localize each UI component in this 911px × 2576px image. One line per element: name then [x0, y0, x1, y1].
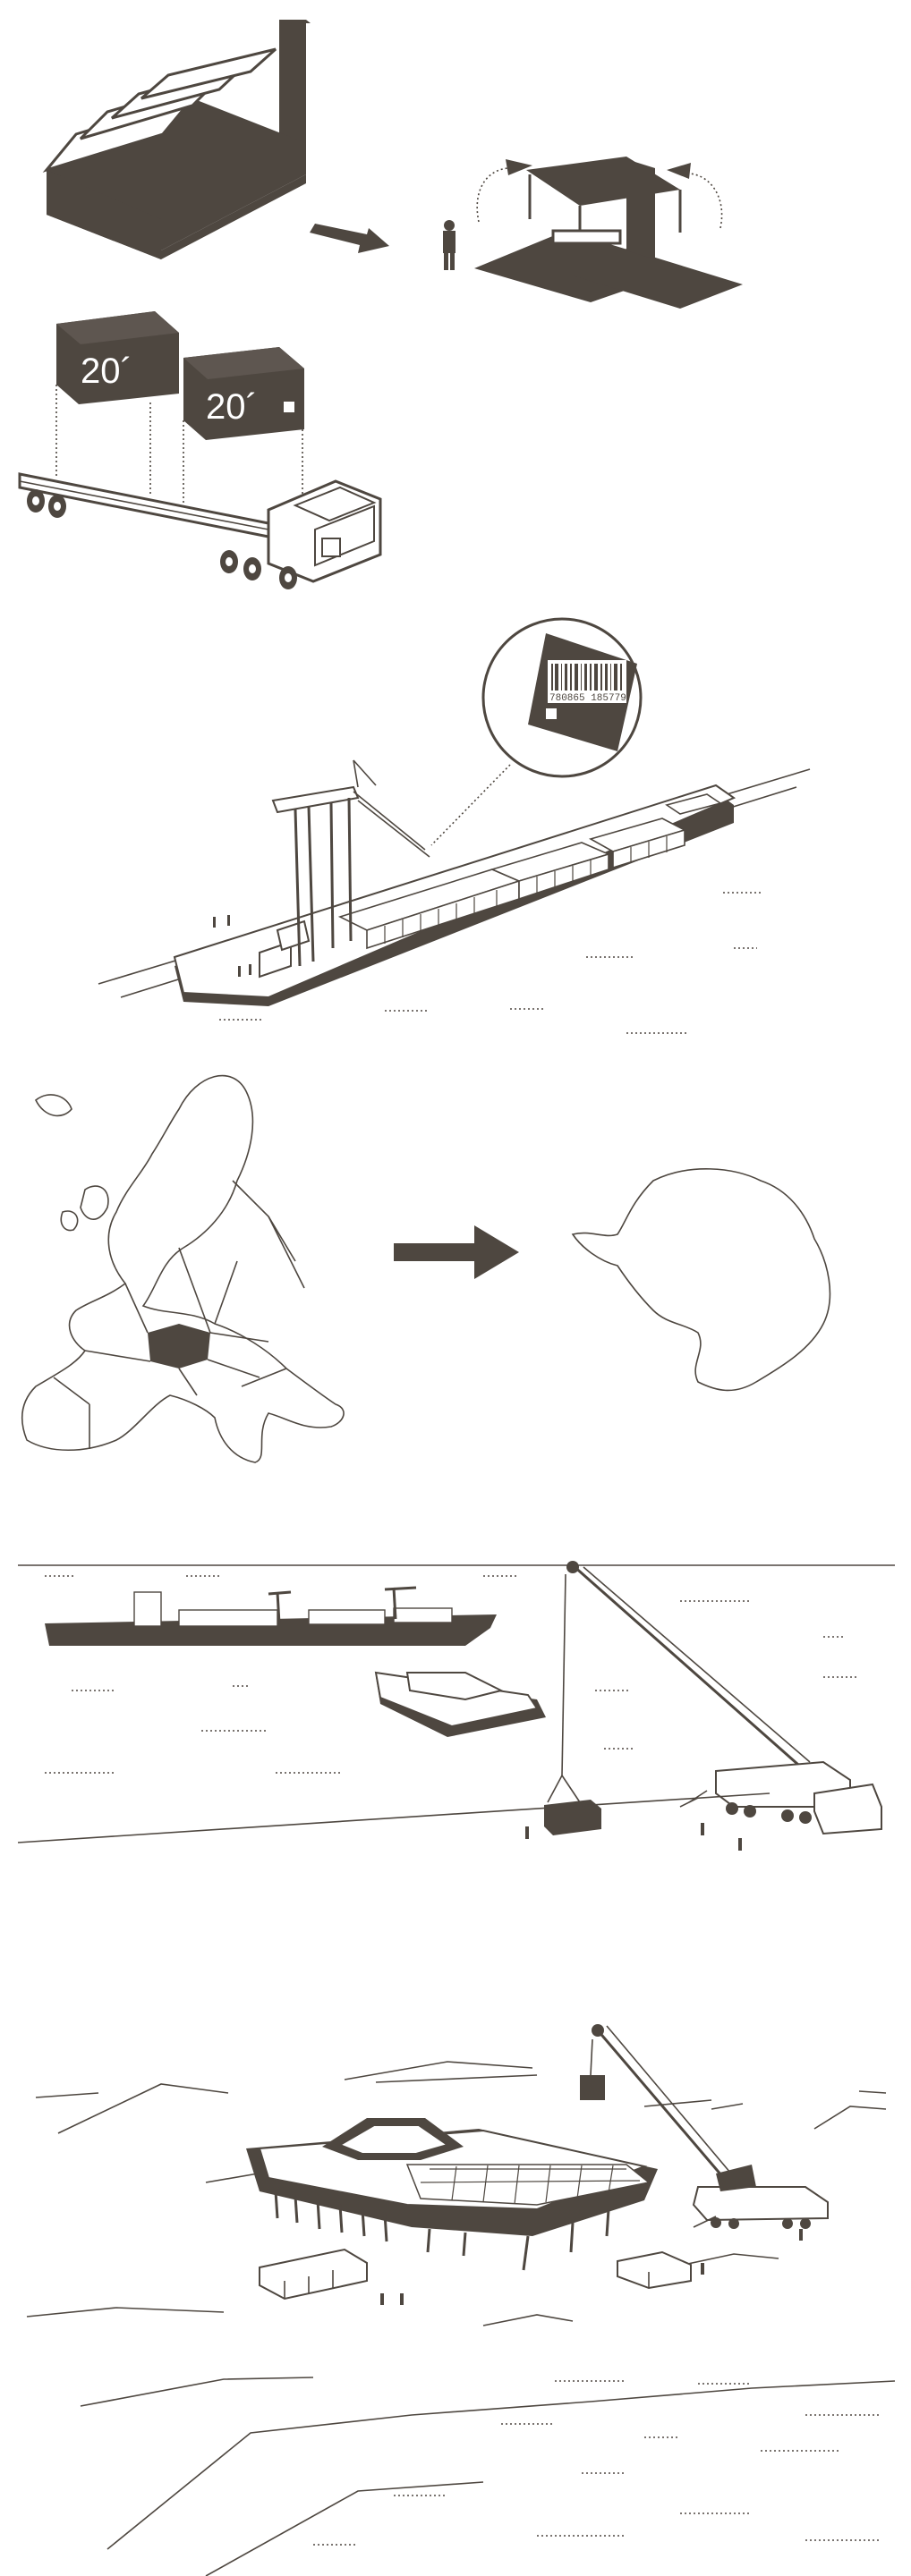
truck [20, 474, 380, 589]
section-ship-barcode: 780865 185779 [0, 608, 911, 1073]
cargo-ship [45, 1588, 497, 1646]
container-1-label: 20´ [81, 352, 132, 391]
section-station-on-ice [0, 1914, 911, 2576]
barcode-magnifier: 780865 185779 [483, 619, 641, 776]
container-2: 20´ [183, 347, 304, 440]
germany-highlight [148, 1324, 210, 1368]
section-unloading [0, 1538, 911, 1914]
people [380, 2229, 803, 2305]
antarctic-station [246, 2118, 658, 2270]
section-europe-to-antarctica [0, 1055, 911, 1467]
container-1: 20´ [56, 311, 179, 404]
section-containers-truck: 20´ 20´ [0, 295, 911, 599]
container-ship [175, 785, 734, 1006]
factory-icon [47, 20, 311, 259]
europe-map [22, 1076, 344, 1462]
antarctica-map [573, 1169, 830, 1391]
barcode-digits: 780865 185779 [549, 693, 626, 704]
container-2-label: 20´ [206, 387, 258, 427]
arrow-right-icon [394, 1225, 519, 1279]
barge [376, 1673, 546, 1737]
crates [260, 2250, 691, 2299]
unfolding-module [474, 157, 743, 309]
section-factory-to-module [0, 0, 911, 313]
person-figure [443, 220, 456, 270]
ice-marks [313, 2381, 881, 2545]
arrow-right-icon [310, 224, 389, 253]
